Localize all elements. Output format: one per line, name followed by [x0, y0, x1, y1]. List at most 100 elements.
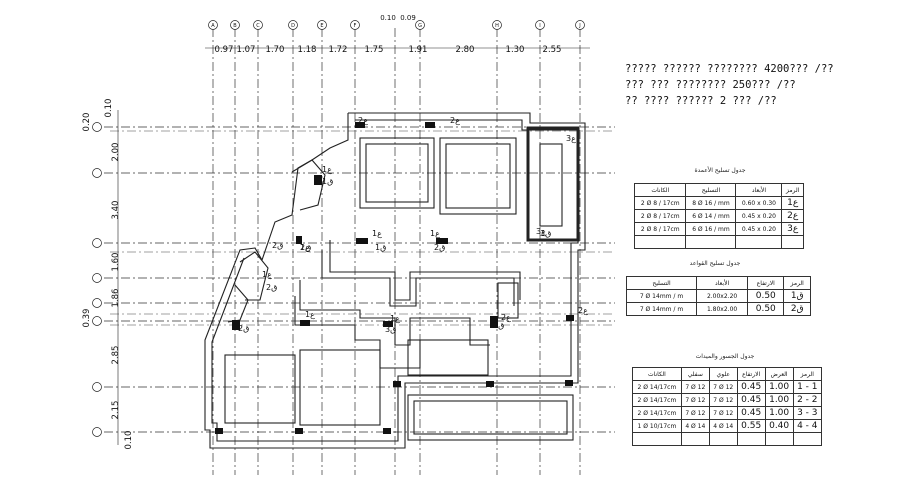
grid-bubble-label: B	[233, 23, 237, 29]
column-marker	[436, 238, 448, 244]
table-cell: 4 Ø 14	[680, 419, 710, 433]
table-row: 2 Ø 14/17cm 7 Ø 12 7 Ø 12 0.45 1.00 2 - …	[632, 393, 823, 407]
footing-label: 2ق	[493, 321, 504, 330]
dimension-text-left: 1.86	[111, 289, 121, 308]
grid-bubble-left	[92, 298, 102, 308]
general-notes: ????? ?????? ???????? 4200??? /?? ??? ??…	[625, 61, 890, 109]
column-label: 1ع	[262, 270, 272, 279]
table-row	[632, 432, 823, 446]
dimension-text-top: 1.18	[298, 45, 317, 55]
table-cell: 2 Ø 8 / 17cm	[633, 196, 687, 210]
grid-bubble-label: H	[495, 23, 499, 29]
grid-bubble-left	[92, 427, 102, 437]
table-cell: 2 Ø 8 / 17cm	[633, 222, 687, 236]
table-cell: 0.45	[736, 406, 766, 420]
table-cell: 3ع	[781, 222, 804, 236]
grid-bubble-top	[317, 20, 327, 30]
dimension-text-left: 3.40	[111, 201, 121, 220]
grid-bubble-top	[230, 20, 240, 30]
grid-bubble-label: D	[291, 23, 295, 29]
angled-wing-1	[291, 159, 326, 211]
beams-schedule-title: جدول الجسور والميدات	[695, 353, 755, 360]
footing-label: 3ق	[385, 325, 396, 334]
table-header-cell: التسليح	[685, 183, 737, 197]
dimension-text-left: 0.20	[82, 113, 92, 132]
table-cell: 1.00	[764, 406, 794, 420]
table-cell: 4 - 4	[792, 419, 823, 433]
grid-bubble-top	[288, 20, 298, 30]
grid-bubble-top	[350, 20, 360, 30]
dimension-text-top: 0.97	[215, 45, 234, 55]
table-header-row: الكانات سفلي علوي الارتفاع العرض الرمز	[632, 367, 823, 381]
grid-bubble-label: J	[578, 23, 580, 29]
footing-label: 3ق	[540, 229, 551, 238]
table-header-cell: التسليح	[625, 276, 698, 290]
table-cell: 1.00	[764, 380, 794, 394]
dimension-text-top: 1.91	[409, 45, 428, 55]
column-label: 2ع	[300, 243, 310, 252]
footing-room-5	[407, 394, 574, 441]
table-header-cell: الرمز	[783, 276, 811, 290]
mid-beam-1	[329, 240, 521, 301]
grid-lines	[104, 28, 615, 475]
footing-room-6	[497, 282, 519, 319]
table-cell	[736, 432, 766, 446]
table-row: 7 Ø 14mm / m 1.80x2.00 0.50 2ق	[625, 302, 811, 316]
table-cell	[685, 235, 737, 249]
dimension-text-left: 0.39	[82, 309, 92, 328]
table-cell	[781, 235, 804, 249]
dimension-text-left: 2.00	[111, 143, 121, 162]
column-marker	[300, 320, 310, 326]
table-header-row: الكانات التسليح الأبعاد الرمز	[633, 183, 804, 197]
grid-bubble-top	[575, 20, 585, 30]
angled-wing-2	[239, 251, 269, 301]
table-header-row: التسليح الأبعاد الارتفاع الرمز	[625, 276, 811, 290]
table-cell: 1.00	[764, 393, 794, 407]
table-cell	[792, 432, 823, 446]
dimension-text-top: 1.07	[237, 45, 256, 55]
table-cell: 7 Ø 14mm / m	[625, 289, 698, 303]
table-row: 7 Ø 14mm / m 2.00x2.20 0.50 1ق	[625, 289, 811, 303]
column-marker	[566, 315, 574, 321]
column-label: 2ع	[578, 306, 588, 315]
footing-room-3	[224, 354, 296, 424]
angled-wing-3	[227, 284, 249, 323]
column-label: 1ع	[305, 310, 315, 319]
grid-bubble-left	[92, 122, 102, 132]
grid-bubble-label: C	[256, 23, 260, 29]
column-marker	[356, 238, 368, 244]
table-cell: 0.45	[736, 380, 766, 394]
footing-label: 2ق	[434, 243, 445, 252]
table-cell	[735, 235, 783, 249]
table-cell: 0.45 x 0.20	[735, 222, 783, 236]
table-cell: 2.00x2.20	[696, 289, 749, 303]
table-cell: 6 Ø 14 / mm	[685, 209, 737, 223]
table-cell: 7 Ø 12	[708, 380, 738, 394]
footing-label: 2ق	[266, 283, 277, 292]
inner-boundary	[211, 119, 579, 442]
table-row: 2 Ø 14/17cm 7 Ø 12 7 Ø 12 0.45 1.00 1 - …	[632, 380, 823, 394]
column-marker	[215, 428, 223, 434]
footing-label: 2ق	[238, 324, 249, 333]
grid-bubble-top	[535, 20, 545, 30]
note-soil-bearing: ?? ???? ?????? 2 ??? /??	[625, 95, 777, 107]
footing-room-7	[407, 339, 489, 376]
table-cell: 0.45 x 0.20	[735, 209, 783, 223]
grid-bubble-label: I	[539, 23, 540, 29]
table-cell	[632, 432, 682, 446]
dimension-text-small: 0.09	[400, 14, 416, 22]
table-header-cell: علوي	[708, 367, 738, 381]
table-row: 2 Ø 14/17cm 7 Ø 12 7 Ø 12 0.45 1.00 3 - …	[632, 406, 823, 420]
mid-beam-3	[299, 280, 490, 346]
table-header-cell: الرمز	[781, 183, 804, 197]
table-cell	[680, 432, 710, 446]
table-row: 2 Ø 8 / 17cm 6 Ø 14 / mm 0.45 x 0.20 2ع	[633, 209, 804, 223]
footings-schedule-title: جدول تسليح القواعد	[689, 260, 741, 267]
table-cell: 2ق	[783, 302, 811, 316]
dimension-text-left: 2.85	[111, 346, 121, 365]
table-cell: 1 Ø 10/17cm	[632, 419, 682, 433]
table-cell: 1.80x2.00	[696, 302, 749, 316]
